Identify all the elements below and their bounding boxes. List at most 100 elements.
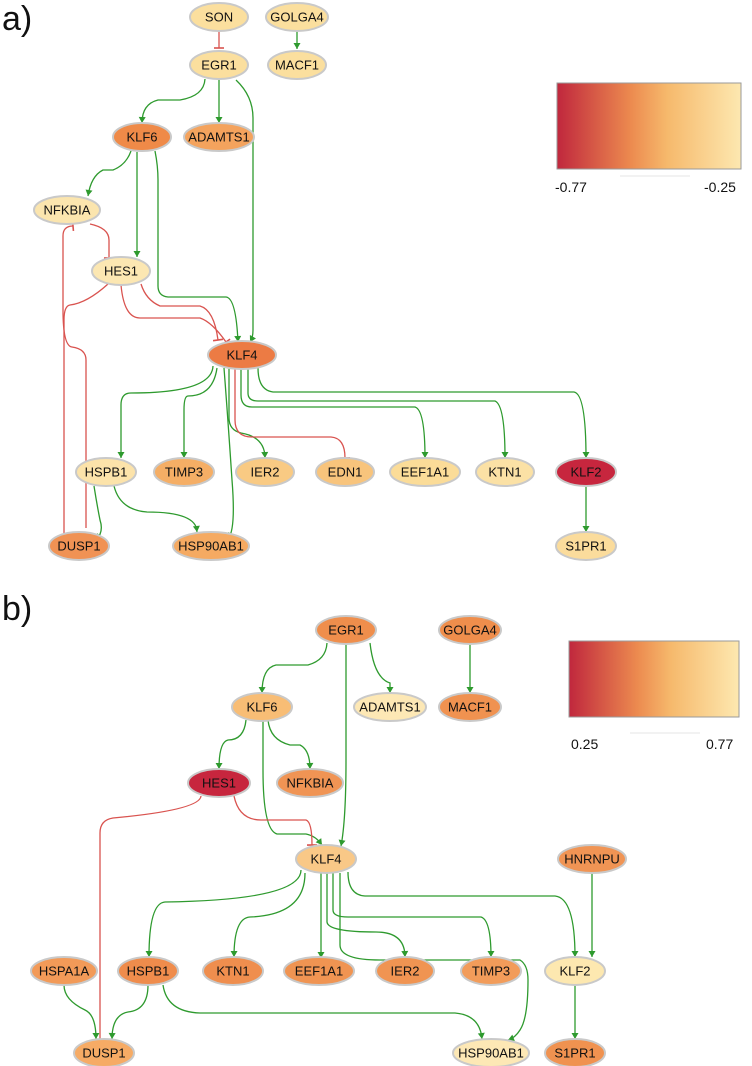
panel-a-edge-inhibition	[140, 283, 219, 341]
panel-b-node-shape	[283, 956, 355, 986]
panel-b-node-ktn1: KTN1	[202, 956, 264, 986]
panel-b-arrowhead	[401, 950, 409, 957]
panel-b-edge-activation	[233, 872, 306, 958]
panel-b-edge-activation	[326, 873, 406, 958]
panel-b-node-label: HSP90AB1	[458, 1046, 524, 1061]
panel-a-edge-activation	[154, 150, 239, 343]
panel-a-node-label: ADAMTS1	[188, 130, 249, 145]
panel-b-node-label: KLF2	[559, 964, 590, 979]
panel-a-node-label: EDN1	[328, 465, 363, 480]
panel-b-edge-activation	[262, 721, 323, 846]
panel-b-arrowhead	[487, 950, 495, 957]
panel-a-legend-min: -0.77	[555, 179, 587, 195]
panel-a-node-shape	[75, 457, 137, 487]
panel-b-node-ier2: IER2	[375, 956, 435, 986]
panel-a-node-golga4: GOLGA4	[265, 2, 329, 32]
panel-a-node-ier2: IER2	[235, 457, 295, 487]
panel-a-node-ktn1: KTN1	[475, 457, 535, 487]
panel-a-node-label: HSPB1	[85, 465, 128, 480]
panel-b-node-golga4: GOLGA4	[438, 615, 502, 645]
panel-a-node-shape	[189, 50, 249, 80]
panel-b-node-shape	[460, 956, 522, 986]
panel-a-node-label: NFKBIA	[44, 203, 91, 218]
panel-a-arrowhead	[582, 451, 590, 458]
panel-b-node-klf6: KLF6	[231, 692, 293, 722]
panel-b-edge-activation	[267, 719, 311, 770]
panel-a-edge-inhibition	[62, 225, 87, 529]
panel-a-node-shape	[91, 256, 151, 286]
panel-a-node-timp3: TIMP3	[153, 457, 215, 487]
panel-b-arrowhead	[215, 762, 223, 769]
panel-a-label: a)	[2, 0, 33, 38]
panel-b-arrowhead	[571, 950, 579, 957]
panel-a-node-eef1a1: EEF1A1	[389, 457, 461, 487]
panel-a-legend: -0.77 -0.25	[555, 82, 742, 195]
panel-a-node-shape	[207, 340, 277, 370]
panel-b-arrowhead	[317, 952, 325, 958]
panel-a-arrowhead	[582, 526, 590, 532]
panel-a-edge-inhibition	[89, 223, 110, 258]
panel-a-node-label: HSP90AB1	[178, 539, 244, 554]
panel-a-edge-inhibition	[63, 283, 109, 537]
panel-a-edge-activation	[257, 367, 587, 459]
panel-b-node-label: TIMP3	[472, 964, 510, 979]
panel-b-node-label: HNRNPU	[564, 852, 620, 867]
panel-b-edge-activation	[369, 642, 391, 693]
panel-b-node-shape	[438, 615, 502, 645]
panel-a-legend-gradient	[556, 82, 742, 170]
panel-b-arrowhead	[386, 687, 394, 693]
panel-b-arrowhead	[477, 1032, 485, 1039]
panel-b-edge-inhibition	[99, 795, 202, 1041]
panel-a-node-shape	[189, 2, 249, 32]
panel-b-node-label: EGR1	[328, 623, 363, 638]
panel-b-arrowhead	[258, 686, 266, 693]
panel-a-edge-activation	[183, 367, 218, 458]
panel-b-node-label: HES1	[202, 776, 236, 791]
panel-b-node-hspa1a: HSPA1A	[30, 956, 98, 986]
panel-a-node-son: SON	[189, 2, 249, 32]
panel-b-edge-activation	[332, 873, 492, 958]
panel-a-node-shape	[475, 457, 535, 487]
panel-a-edge-activation	[93, 485, 102, 541]
panel-b-node-shape	[544, 956, 606, 986]
panel-b-node-egr1: EGR1	[315, 615, 377, 645]
panel-b-node-shape	[438, 692, 502, 722]
panel-a-node-hes1: HES1	[91, 256, 151, 286]
panel-a-node-shape	[265, 2, 329, 32]
panel-a-node-dusp1: DUSP1	[48, 531, 110, 561]
panel-b-node-shape	[30, 956, 98, 986]
panel-b-node-shape	[187, 768, 251, 798]
panel-b-arrowhead	[145, 950, 153, 957]
panel-b-node-adamts1: ADAMTS1	[353, 692, 427, 722]
panel-b-edge-activation	[218, 719, 247, 770]
panel-b-edge-activation	[148, 869, 302, 958]
panel-b-node-label: EEF1A1	[295, 964, 343, 979]
panel-b-node-label: KLF6	[246, 700, 277, 715]
panel-a-node-label: GOLGA4	[270, 10, 323, 25]
panel-b-node-klf2: KLF2	[544, 956, 606, 986]
panel-b-node-shape	[452, 1038, 530, 1066]
panel-a-node-label: KTN1	[488, 465, 521, 480]
panel-b-node-shape	[315, 615, 377, 645]
panel-b-arrowhead	[466, 687, 474, 693]
panel-a-arrowhead	[293, 43, 301, 49]
panel-b-node-shape	[73, 1038, 135, 1066]
panel-a-node-shape	[112, 122, 172, 152]
panel-a-edge-activation	[235, 79, 254, 343]
panel-a-arrowhead	[249, 335, 256, 342]
panel-a-node-shape	[555, 457, 617, 487]
panel-b-node-s1pr1: S1PR1	[544, 1038, 606, 1066]
panel-b-node-label: S1PR1	[554, 1046, 595, 1061]
panel-b-node-hes1: HES1	[187, 768, 251, 798]
panel-a-node-klf2: KLF2	[555, 457, 617, 487]
panel-a-node-shape	[315, 457, 375, 487]
panel-a-edge-activation	[228, 369, 266, 459]
panel-a-node-label: EEF1A1	[401, 465, 449, 480]
panel-b-node-nfkbia: NFKBIA	[276, 768, 344, 798]
panel-a-node-label: EGR1	[201, 58, 236, 73]
panel-a-node-klf6: KLF6	[112, 122, 172, 152]
panel-b-node-label: DUSP1	[82, 1046, 125, 1061]
panel-a-edge-inhibition	[234, 369, 346, 459]
